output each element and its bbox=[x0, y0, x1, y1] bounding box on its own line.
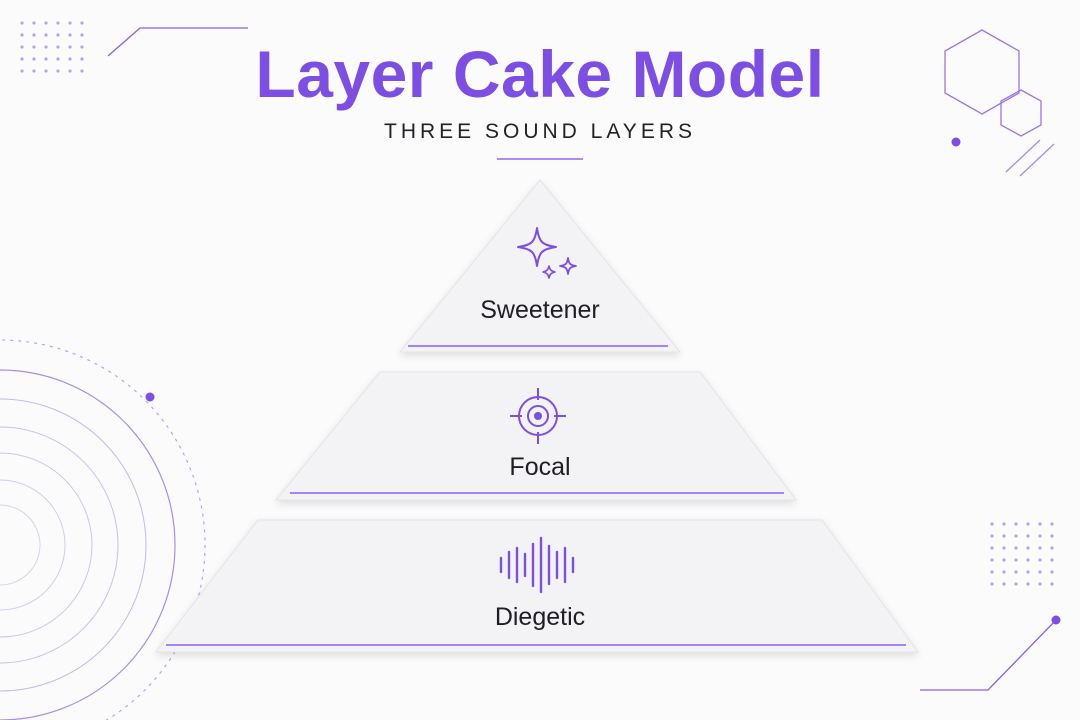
sound-wave-icon bbox=[499, 536, 575, 594]
pyramid-layer-focal bbox=[274, 371, 797, 501]
dot-bottom-right bbox=[1051, 615, 1061, 625]
layer-label-diegetic: Diegetic bbox=[494, 603, 586, 631]
layer-label-sweetener: Sweetener bbox=[480, 296, 600, 324]
layer-label-focal: Focal bbox=[509, 453, 571, 481]
concentric-rings-left bbox=[0, 339, 206, 720]
slash-lines-top-right bbox=[1005, 139, 1055, 177]
pyramid-layer-sweetener bbox=[398, 179, 682, 353]
corner-line-bottom-right bbox=[920, 619, 1057, 691]
corner-line-top-left bbox=[107, 27, 248, 57]
dot-grid-bottom-right bbox=[990, 522, 1054, 586]
sparkles-icon bbox=[517, 227, 577, 279]
pyramid-layer-diegetic bbox=[154, 519, 919, 653]
subtitle-divider bbox=[497, 158, 583, 160]
dot-left-ring bbox=[145, 392, 155, 402]
hexagons-top-right bbox=[944, 29, 1042, 137]
page-title: Layer Cake Model bbox=[255, 37, 825, 111]
target-icon bbox=[510, 388, 566, 444]
page-subtitle: THREE SOUND LAYERS bbox=[384, 120, 696, 143]
dot-top-right bbox=[951, 137, 961, 147]
dot-grid-top-left bbox=[20, 21, 84, 73]
